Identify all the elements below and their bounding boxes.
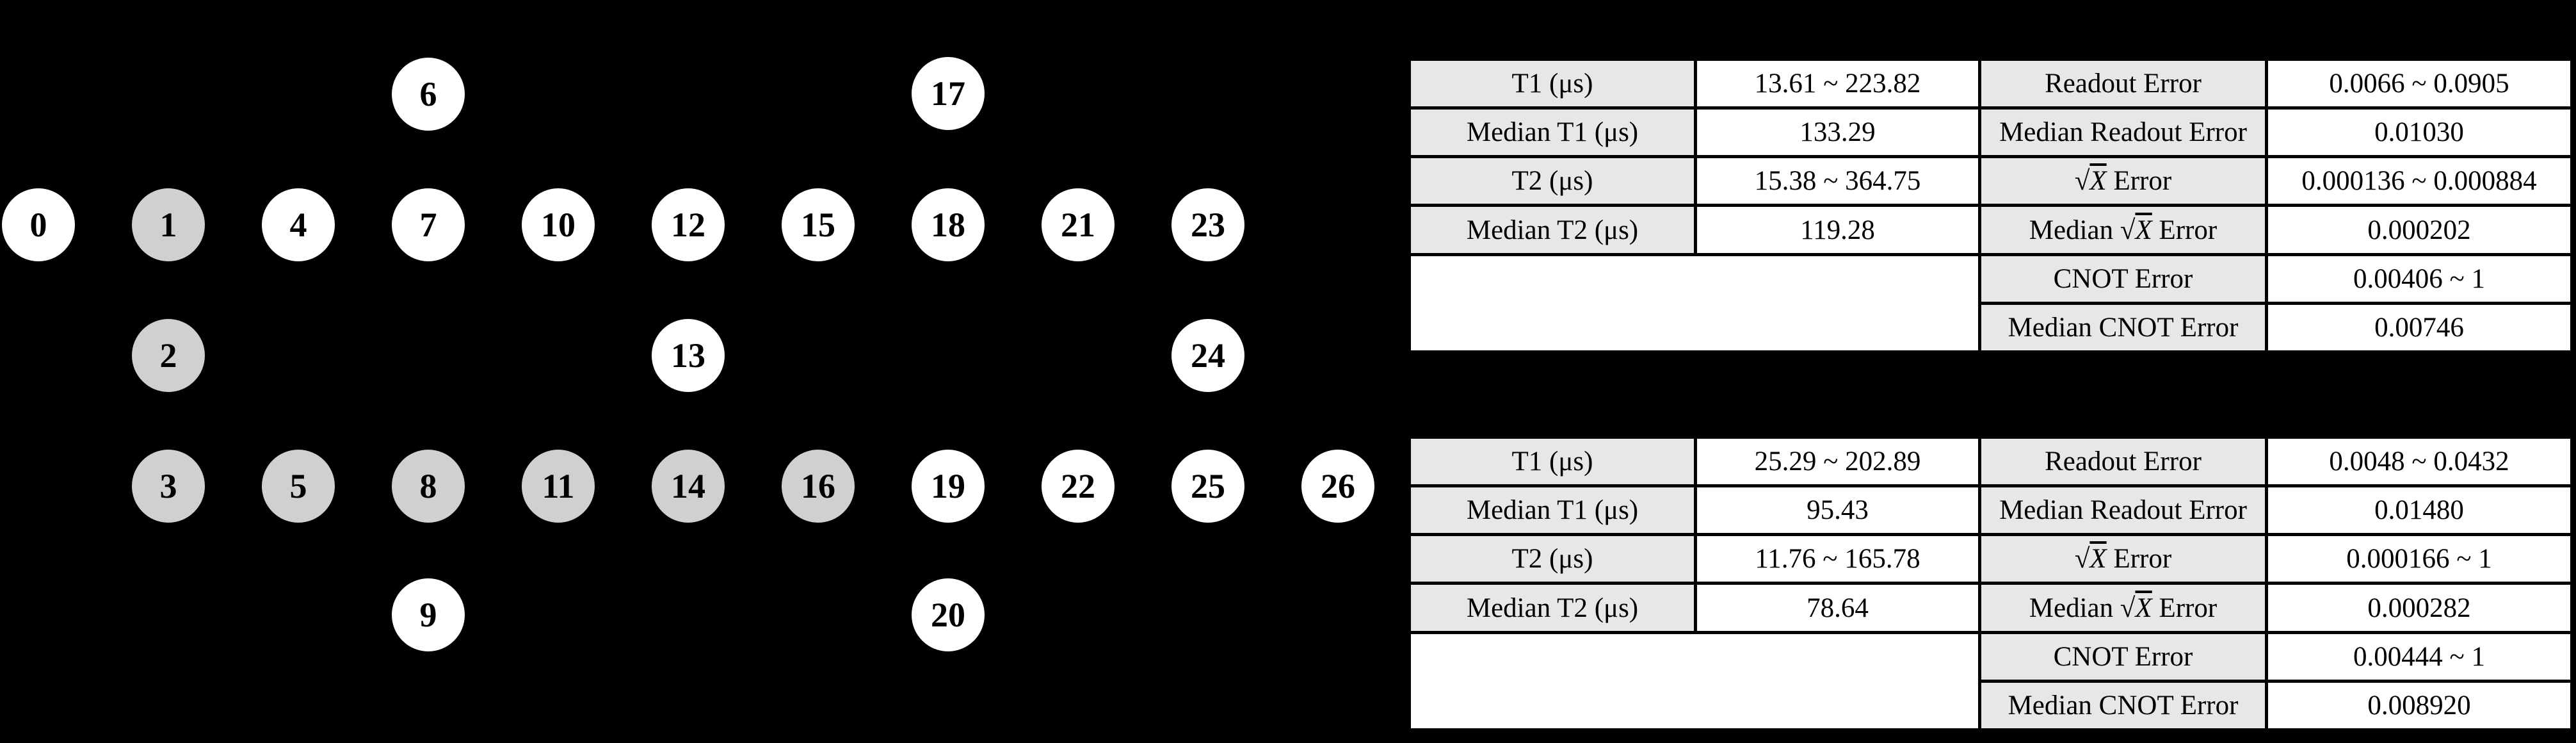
qubit-node-9: 9 [392,578,465,651]
t2-range: 11.76 ~ 165.78 [1694,533,1981,585]
median-t1-value: 133.29 [1694,106,1981,159]
qubit-node-25: 25 [1171,450,1244,523]
qubit-node-24: 24 [1171,319,1244,392]
empty-cell [1408,630,1981,732]
qubit-node-6: 6 [392,58,465,131]
qubit-node-2: 2 [132,319,205,392]
median-sqrtx-error-label: Median √X Error [1978,582,2268,634]
radical-sign: √ [2074,166,2090,197]
radical-sign: √ [2074,544,2090,575]
qubit-node-18: 18 [912,188,985,261]
median-t1-label: Median T1 (μs) [1408,106,1697,159]
median-t1-label: Median T1 (μs) [1408,484,1697,537]
qubit-node-8: 8 [392,450,465,523]
sqrtx-error-label: √X Error [1978,155,2268,208]
readout-error-label: Readout Error [1978,435,2268,488]
table-row: Median T1 (μs) 133.29 Median Readout Err… [1408,106,2573,159]
cnot-error-range: 0.00406 ~ 1 [2265,252,2573,305]
x-gate-symbol: X [2089,166,2107,197]
sqrtx-error-label: √X Error [1978,533,2268,585]
median-readout-error-label: Median Readout Error [1978,106,2268,159]
cnot-error-label: CNOT Error [1978,252,2268,305]
empty-cell [1408,252,1981,354]
t2-label: T2 (μs) [1408,155,1697,208]
table-row: T2 (μs) 15.38 ~ 364.75 √X Error 0.000136… [1408,155,2573,208]
cnot-error-range: 0.00444 ~ 1 [2265,630,2573,683]
qubit-node-23: 23 [1171,188,1244,261]
qubit-node-4: 4 [262,188,335,261]
cnot-error-label: CNOT Error [1978,630,2268,683]
median-cnot-error-label: Median CNOT Error [1978,301,2268,354]
table-row: Median CNOT Error 0.00746 [1410,301,2573,354]
qubit-node-15: 15 [782,188,855,261]
x-gate-symbol: X [2135,592,2152,623]
median-t2-value: 119.28 [1694,204,1981,256]
sqrtx-error-range: 0.000166 ~ 1 [2265,533,2573,585]
qubit-node-10: 10 [522,188,595,261]
median-sqrtx-error-value: 0.000282 [2265,582,2573,634]
qubit-node-14: 14 [652,450,725,523]
median-t2-label: Median T2 (μs) [1408,582,1697,634]
median-readout-error-value: 0.01480 [2265,484,2573,537]
median-sqrtx-error-value: 0.000202 [2265,204,2573,256]
x-gate-symbol: X [2089,544,2107,575]
median-t2-label: Median T2 (μs) [1408,204,1697,256]
t1-range: 13.61 ~ 223.82 [1694,57,1981,110]
table-row: Median CNOT Error 0.008920 [1410,679,2573,732]
qubit-node-5: 5 [262,450,335,523]
median-t1-value: 95.43 [1694,484,1981,537]
median-t2-value: 78.64 [1694,582,1981,634]
x-gate-symbol: X [2135,215,2152,245]
sqrtx-error-range: 0.000136 ~ 0.000884 [2265,155,2573,208]
median-cnot-error-label: Median CNOT Error [1978,679,2268,732]
qubit-node-19: 19 [912,450,985,523]
qubit-node-21: 21 [1042,188,1115,261]
qubit-node-1: 1 [132,188,205,261]
qubit-node-17: 17 [912,57,985,130]
calibration-table-bottom: T1 (μs) 25.29 ~ 202.89 Readout Error 0.0… [1408,435,2573,732]
median-readout-error-value: 0.01030 [2265,106,2573,159]
radical-sign: √ [2120,215,2136,245]
table-row: CNOT Error 0.00444 ~ 1 [1408,630,2573,732]
qubit-node-0: 0 [2,188,75,261]
table-row: Median T1 (μs) 95.43 Median Readout Erro… [1408,484,2573,537]
median-cnot-error-value: 0.00746 [2265,301,2573,354]
t2-label: T2 (μs) [1408,533,1697,585]
t1-range: 25.29 ~ 202.89 [1694,435,1981,488]
qubit-node-7: 7 [392,188,465,261]
table-row: Median T2 (μs) 78.64 Median √X Error 0.0… [1408,582,2573,634]
qubit-node-11: 11 [522,450,595,523]
median-sqrtx-error-label: Median √X Error [1978,204,2268,256]
qubit-node-3: 3 [132,450,205,523]
median-cnot-error-value: 0.008920 [2265,679,2573,732]
qubit-node-20: 20 [912,578,985,651]
table-row: T1 (μs) 25.29 ~ 202.89 Readout Error 0.0… [1408,435,2573,488]
median-readout-error-label: Median Readout Error [1978,484,2268,537]
radical-sign: √ [2120,592,2136,623]
readout-error-range: 0.0066 ~ 0.0905 [2265,57,2573,110]
table-row: T2 (μs) 11.76 ~ 165.78 √X Error 0.000166… [1408,533,2573,585]
readout-error-label: Readout Error [1978,57,2268,110]
readout-error-range: 0.0048 ~ 0.0432 [2265,435,2573,488]
t1-label: T1 (μs) [1408,57,1697,110]
t1-label: T1 (μs) [1408,435,1697,488]
qubit-node-26: 26 [1301,450,1374,523]
calibration-table-top: T1 (μs) 13.61 ~ 223.82 Readout Error 0.0… [1408,57,2573,354]
qubit-node-22: 22 [1042,450,1115,523]
table-row: T1 (μs) 13.61 ~ 223.82 Readout Error 0.0… [1408,57,2573,110]
qubit-node-16: 16 [782,450,855,523]
table-row: Median T2 (μs) 119.28 Median √X Error 0.… [1408,204,2573,256]
qubit-node-12: 12 [652,188,725,261]
table-row: CNOT Error 0.00406 ~ 1 [1408,252,2573,354]
t2-range: 15.38 ~ 364.75 [1694,155,1981,208]
qubit-node-13: 13 [652,319,725,392]
